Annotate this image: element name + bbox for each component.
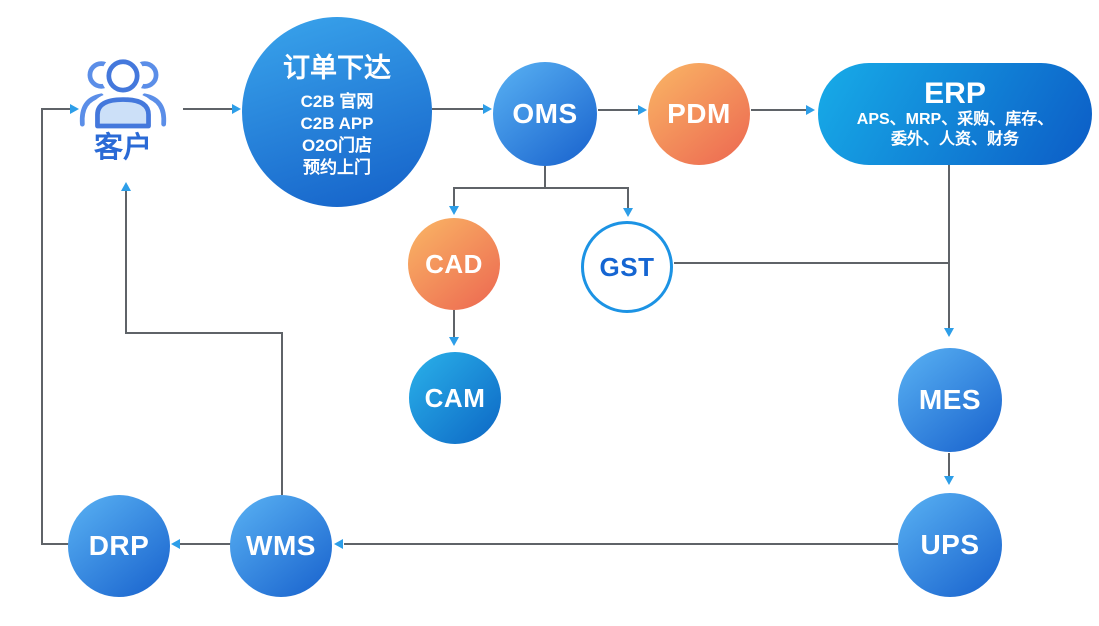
arrowhead-into-pdm-icon bbox=[638, 105, 647, 115]
oms-label: OMS bbox=[512, 98, 578, 129]
arrowhead-into-drp-icon bbox=[171, 539, 180, 549]
arrowhead-into-order-icon bbox=[232, 104, 241, 114]
node-ups: UPS bbox=[898, 493, 1002, 597]
edge-cad-to-cam bbox=[453, 310, 455, 338]
edge-oms-to-pdm bbox=[598, 109, 639, 111]
order-channel-c2b-web: C2B 官网 bbox=[300, 91, 374, 111]
arrowhead-into-cam-icon bbox=[449, 337, 459, 346]
node-order-placement: 订单下达 C2B 官网 C2B APP O2O门店 预约上门 bbox=[242, 17, 432, 207]
edge-wms-to-drp bbox=[180, 543, 231, 545]
pdm-label: PDM bbox=[667, 98, 731, 129]
node-mes: MES bbox=[898, 348, 1002, 452]
customer-label: 客户 bbox=[93, 132, 152, 164]
edge-oms-branch-stem bbox=[544, 166, 546, 188]
edge-drp-exit bbox=[41, 543, 69, 545]
arrowhead-into-cad-icon bbox=[449, 206, 459, 215]
gst-label: GST bbox=[599, 251, 655, 282]
erp-title: ERP bbox=[924, 77, 986, 110]
arrowhead-into-customer-icon bbox=[70, 104, 79, 114]
arrowhead-into-erp-icon bbox=[806, 105, 815, 115]
node-wms: WMS bbox=[230, 495, 332, 597]
edge-gst-to-erp-line bbox=[674, 262, 950, 264]
node-drp: DRP bbox=[68, 495, 170, 597]
order-title: 订单下达 bbox=[283, 52, 391, 83]
edge-drp-to-customer-horizontal bbox=[41, 108, 71, 110]
node-gst: GST bbox=[581, 221, 673, 313]
arrowhead-into-gst-icon bbox=[623, 208, 633, 217]
edge-drp-to-customer-vertical bbox=[41, 109, 43, 544]
wms-label: WMS bbox=[246, 530, 316, 561]
edge-mes-to-ups bbox=[948, 453, 950, 477]
erp-modules-line2: 委外、人资、财务 bbox=[890, 131, 1019, 148]
edge-branch-to-cad bbox=[453, 187, 455, 207]
arrowhead-into-oms-icon bbox=[483, 104, 492, 114]
customer-group-icon bbox=[79, 54, 167, 132]
edge-branch-to-gst bbox=[627, 187, 629, 209]
mes-label: MES bbox=[918, 384, 982, 415]
order-channel-c2b-app: C2B APP bbox=[300, 113, 374, 133]
drp-label: DRP bbox=[88, 530, 150, 561]
node-customer: 客户 bbox=[68, 52, 178, 164]
edge-erp-to-mes bbox=[948, 165, 950, 329]
node-cad: CAD bbox=[408, 218, 500, 310]
edge-wms-to-customer-vertical bbox=[281, 333, 283, 495]
cad-label: CAD bbox=[425, 248, 483, 279]
node-erp: ERP APS、MRP、采购、库存、 委外、人资、财务 bbox=[818, 63, 1092, 165]
cam-label: CAM bbox=[424, 382, 486, 413]
node-oms: OMS bbox=[493, 62, 597, 166]
edge-wms-to-customer-rise bbox=[125, 191, 127, 333]
ups-label: UPS bbox=[920, 529, 980, 560]
erp-modules-line1: APS、MRP、采购、库存、 bbox=[856, 111, 1054, 128]
edge-oms-branch-horizontal bbox=[453, 187, 629, 189]
arrowhead-into-mes-icon bbox=[944, 328, 954, 337]
edge-ups-to-wms bbox=[344, 543, 898, 545]
node-pdm: PDM bbox=[648, 63, 750, 165]
arrowhead-into-ups-icon bbox=[944, 476, 954, 485]
arrowhead-up-into-customer-icon bbox=[121, 182, 131, 191]
node-cam: CAM bbox=[409, 352, 501, 444]
edge-wms-to-customer-horizontal bbox=[125, 332, 283, 334]
order-channel-o2o-store: O2O门店 bbox=[302, 135, 372, 155]
order-channel-appointment: 预约上门 bbox=[303, 157, 371, 177]
edge-order-to-oms bbox=[432, 108, 484, 110]
arrowhead-into-wms-icon bbox=[334, 539, 343, 549]
edge-customer-to-order bbox=[183, 108, 233, 110]
edge-pdm-to-erp bbox=[751, 109, 807, 111]
